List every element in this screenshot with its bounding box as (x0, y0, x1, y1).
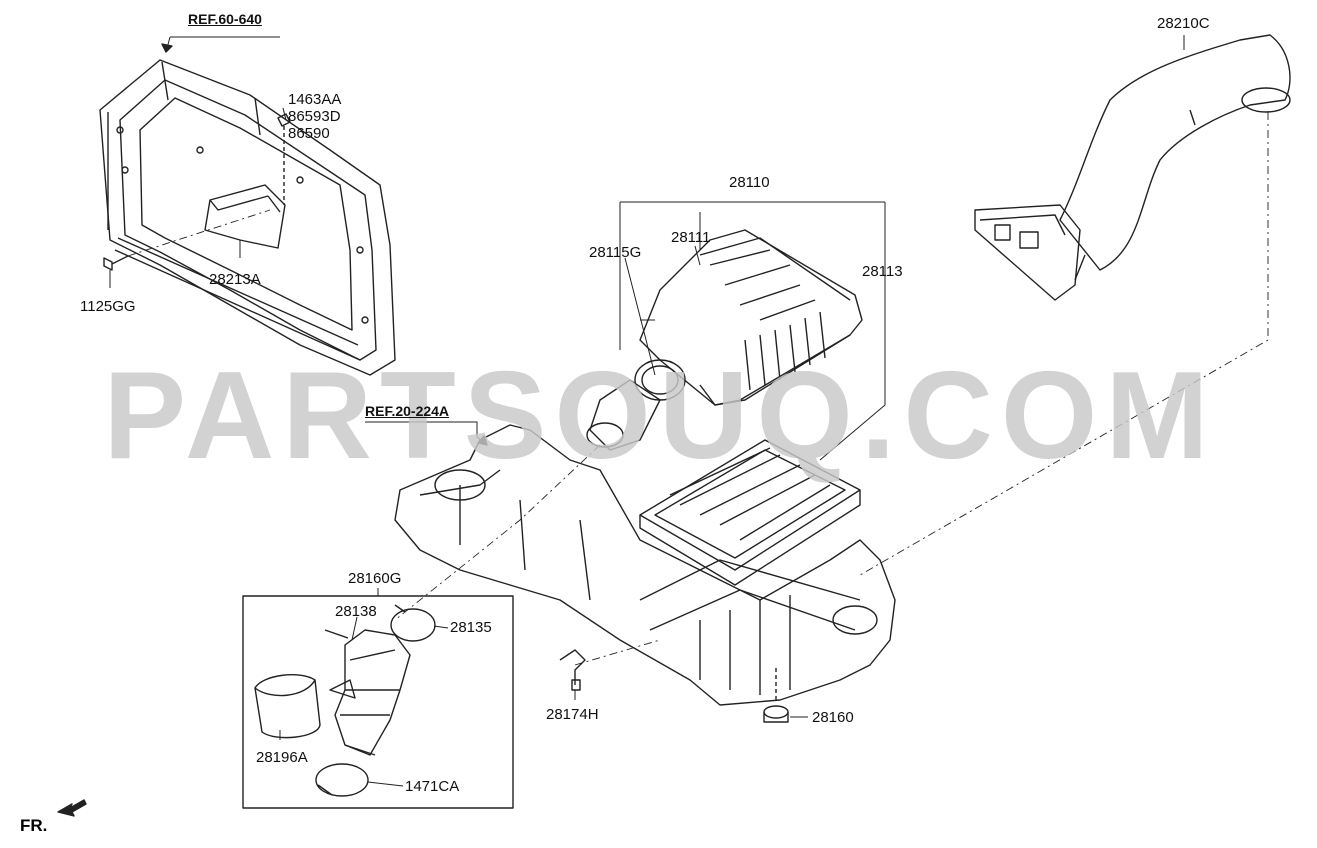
duct-nozzle (586, 359, 686, 451)
clip-1463aa (277, 113, 291, 205)
radiator-support-frame (99, 59, 396, 376)
label-28213a[interactable]: 28213A (209, 271, 261, 288)
hose-assembly (315, 604, 436, 797)
air-cleaner-cover (639, 229, 863, 406)
watermark: PARTSOUQ.COM (103, 347, 1217, 485)
label-28210c[interactable]: 28210C (1157, 15, 1210, 32)
label-28115g[interactable]: 28115G (589, 244, 642, 261)
ref-arrow-top (161, 43, 173, 53)
label-28138[interactable]: 28138 (335, 603, 377, 620)
label-86590[interactable]: 86590 (288, 125, 330, 142)
label-1471ca[interactable]: 1471CA (405, 778, 460, 795)
ref-arrow-mid (477, 435, 488, 446)
label-28110[interactable]: 28110 (729, 174, 770, 191)
bolt-1125gg (103, 255, 129, 271)
label-28113[interactable]: 28113 (862, 263, 903, 280)
ref-engine-cover[interactable]: REF.20-224A (365, 403, 450, 419)
label-28174h[interactable]: 28174H (546, 706, 599, 723)
ref-radiator-support[interactable]: REF.60-640 (188, 11, 262, 27)
front-arrow-icon (57, 799, 87, 817)
intake-duct (974, 34, 1291, 301)
label-28196a[interactable]: 28196A (256, 749, 308, 766)
air-cleaner-body (394, 424, 896, 706)
label-1125gg[interactable]: 1125GG (80, 298, 136, 315)
air-guide (204, 184, 286, 249)
label-28111[interactable]: 28111 (671, 229, 711, 246)
front-marker: FR. (20, 816, 48, 835)
air-filter-element (639, 439, 861, 586)
alignment-lines (127, 112, 1269, 666)
grommet-28160 (763, 665, 789, 723)
label-86593d[interactable]: 86593D (288, 108, 341, 125)
label-1463aa[interactable]: 1463AA (288, 91, 342, 108)
resonator-28196a (254, 674, 321, 739)
bracket-28174h (559, 649, 586, 691)
label-28135[interactable]: 28135 (450, 619, 492, 636)
label-28160[interactable]: 28160 (812, 709, 854, 726)
label-28160g[interactable]: 28160G (348, 570, 402, 587)
